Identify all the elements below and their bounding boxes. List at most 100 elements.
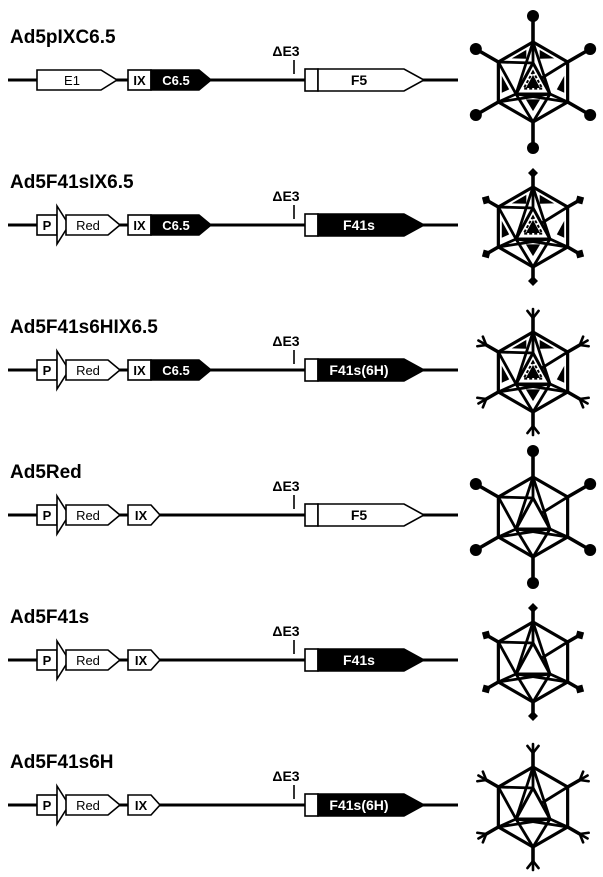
reporter-gene <box>65 504 122 526</box>
fiber-branch <box>531 744 540 755</box>
capsid-edge <box>497 641 518 675</box>
fiber-spike <box>565 390 590 409</box>
fiber-knob <box>584 43 597 55</box>
capsid-edge <box>514 476 535 530</box>
fiber-shaft <box>565 343 582 354</box>
reporter-gene <box>65 794 122 816</box>
fiber-spike <box>528 168 538 189</box>
fiber-knob <box>575 684 585 694</box>
capsid-face <box>514 786 552 821</box>
capsid-edge <box>514 186 535 240</box>
capsid-edge <box>531 331 552 385</box>
capsid-edge <box>531 41 552 95</box>
fiber-spike <box>526 307 540 334</box>
fiber-tail-box <box>304 68 319 92</box>
capsid-edge <box>549 382 569 394</box>
pix-gene <box>127 794 162 816</box>
capsid-icon <box>481 168 585 286</box>
fiber-gene-label: F41s(6H) <box>329 797 388 813</box>
fiber-spike <box>565 478 597 499</box>
fiber-spike <box>476 825 501 844</box>
capsid-edge <box>497 92 517 104</box>
fiber-tail-box <box>304 358 319 382</box>
construct-name: Ad5Red <box>10 462 82 483</box>
fiber-spike <box>565 245 585 259</box>
fiber-knob <box>527 10 539 22</box>
pix-label: IX <box>133 218 146 233</box>
capsid-edge <box>531 528 552 558</box>
pix-dashed-face <box>521 214 545 235</box>
fiber-branch <box>578 397 585 409</box>
reporter-gene-label: Red <box>76 218 100 233</box>
promoter-arrow <box>56 783 70 827</box>
fiber-knob <box>575 195 585 205</box>
fiber-branch <box>476 396 488 401</box>
fiber-gene <box>317 648 426 672</box>
fiber-gene <box>317 68 426 92</box>
pix-gene <box>127 504 162 526</box>
fiber-spike <box>481 630 501 644</box>
capsid-face <box>514 641 552 676</box>
fiber-knob <box>481 249 491 259</box>
fiber-branch <box>526 859 535 870</box>
fiber-knob <box>481 684 491 694</box>
fiber-gene-label: F41s(6H) <box>329 362 388 378</box>
fiber-shaft <box>565 390 582 401</box>
pix-label: IX <box>135 798 148 813</box>
c65-fusion <box>150 359 213 381</box>
c65-fusion <box>150 214 213 236</box>
capsid-edge <box>498 60 534 65</box>
capsid-edge <box>497 527 517 539</box>
fiber-spike <box>565 630 585 644</box>
capsid-edge <box>497 237 517 249</box>
fiber-spike <box>469 535 501 556</box>
pix-triangle <box>556 75 565 93</box>
capsid-icon <box>469 10 597 154</box>
fiber-branch <box>578 778 590 783</box>
fiber-branch <box>526 424 535 435</box>
pix-triangle <box>556 220 565 238</box>
capsid-edge <box>497 817 517 829</box>
fiber-spike <box>476 335 501 354</box>
capsid-edge <box>497 61 518 95</box>
fiber-spike <box>565 195 585 209</box>
capsid-edge <box>498 785 534 790</box>
fiber-gene <box>317 503 426 527</box>
fiber-knob <box>481 630 491 640</box>
fiber-knob <box>469 43 482 55</box>
pix-triangle <box>525 244 541 257</box>
promoter-label: P <box>43 363 52 378</box>
fiber-spike <box>481 195 501 209</box>
fiber-knob <box>528 603 538 613</box>
fiber-spike <box>565 680 585 694</box>
deletion-e3-label: ΔE3 <box>272 623 299 639</box>
capsid-edge <box>549 817 569 829</box>
fiber-shaft <box>484 343 501 354</box>
fiber-knob <box>528 711 538 721</box>
fiber-knob <box>584 109 597 121</box>
fiber-spike <box>526 742 540 769</box>
fiber-shaft <box>565 778 582 789</box>
capsid-edge <box>531 818 552 848</box>
capsid-icon <box>476 307 590 437</box>
capsid-icon <box>476 742 590 872</box>
fiber-spike <box>565 825 590 844</box>
pix-triangle <box>501 365 510 383</box>
reporter-gene-label: Red <box>76 508 100 523</box>
capsid-edge <box>498 640 534 645</box>
fiber-gene <box>317 358 426 382</box>
fiber-gene-label: F41s <box>343 217 375 233</box>
fiber-gene <box>317 793 426 817</box>
fiber-spike <box>565 100 597 121</box>
fiber-spike <box>528 700 538 721</box>
fiber-tail-box <box>304 793 319 817</box>
fiber-gene-label: F5 <box>351 507 368 523</box>
fiber-spike <box>565 43 597 64</box>
reporter-gene <box>65 214 122 236</box>
capsid-edge <box>531 673 552 703</box>
fiber-spike <box>527 445 539 479</box>
c65-fusion-label: C6.5 <box>162 218 189 233</box>
c65-fusion-label: C6.5 <box>162 363 189 378</box>
